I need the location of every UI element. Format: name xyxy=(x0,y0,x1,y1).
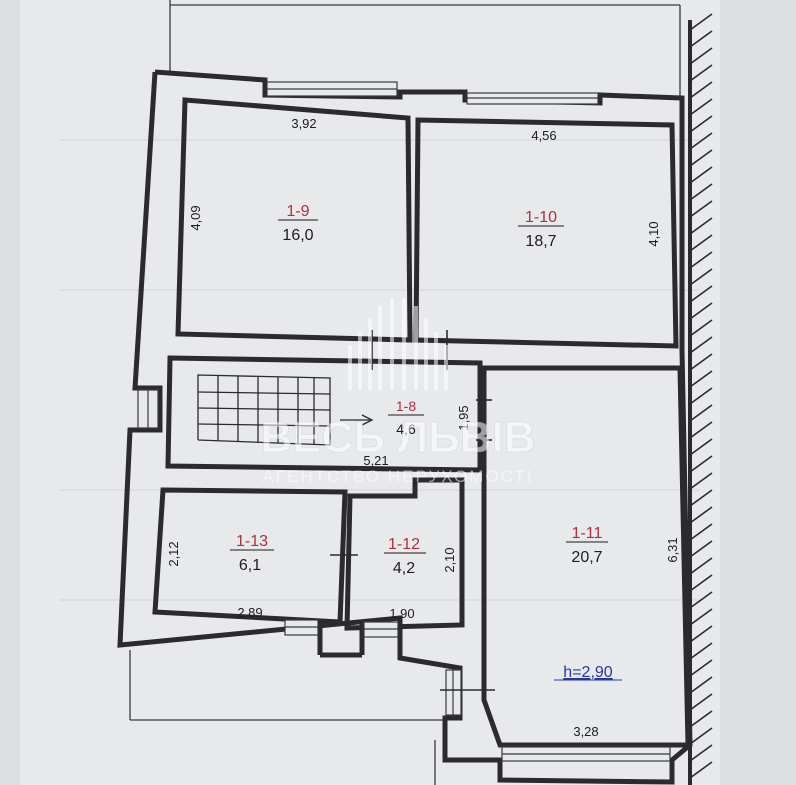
hatch-line xyxy=(689,234,713,252)
hatch-line xyxy=(689,200,713,218)
room-area: 20,7 xyxy=(571,549,602,566)
hatch-line xyxy=(689,727,713,745)
hatch-line xyxy=(689,523,713,541)
hatch-line xyxy=(689,744,713,762)
hatch-line xyxy=(689,506,713,524)
hatch-line xyxy=(689,710,713,728)
hatch-line xyxy=(689,659,713,677)
hatch-line xyxy=(689,387,713,405)
room-1-12: 1-12 4,2 xyxy=(384,536,426,577)
room-number: 1-8 xyxy=(396,398,416,414)
hatch-line xyxy=(689,693,713,711)
hatch-line xyxy=(689,404,713,422)
watermark-brand: ВЕСЬ ЛЬВІВ xyxy=(260,413,535,462)
hatch-line xyxy=(689,302,713,320)
hatch-line xyxy=(689,608,713,626)
paper xyxy=(20,0,720,785)
hatch-line xyxy=(689,47,713,65)
hatch-line xyxy=(689,574,713,592)
hatch-line xyxy=(689,115,713,133)
room-1-13: 1-13 6,1 xyxy=(230,533,274,574)
hatch-line xyxy=(689,285,713,303)
hatch-line xyxy=(689,132,713,150)
room-area: 18,7 xyxy=(525,233,556,250)
ceiling-height-label: h=2,90 xyxy=(563,664,612,681)
hatch-line xyxy=(689,455,713,473)
dim-r10-top: 4,56 xyxy=(531,128,556,143)
hatch-line xyxy=(689,30,713,48)
room-1-11: 1-11 20,7 xyxy=(566,525,608,566)
room-area: 16,0 xyxy=(282,227,313,244)
hatch-line xyxy=(689,319,713,337)
hatch-line xyxy=(689,438,713,456)
room-number: 1-11 xyxy=(572,525,603,542)
hatch-line xyxy=(689,336,713,354)
site-boundary xyxy=(129,0,681,785)
dim-r12-right: 2,10 xyxy=(442,547,457,572)
room-1-10: 1-10 18,7 xyxy=(518,209,564,250)
room-number: 1-13 xyxy=(236,533,268,550)
staircase xyxy=(197,374,374,446)
windows xyxy=(137,81,671,762)
hatch-line xyxy=(689,149,713,167)
hatch-line xyxy=(689,353,713,371)
hatch-line xyxy=(689,625,713,643)
hatch-line xyxy=(689,98,713,116)
hatch-line xyxy=(689,591,713,609)
room-labels: 1-9 16,0 1-10 18,7 1-8 4,6 1-11 20,7 1-1… xyxy=(230,203,608,577)
hatch-line xyxy=(689,13,713,31)
dim-r13-left: 2,12 xyxy=(166,541,181,566)
dim-r8-bottom: 5,21 xyxy=(363,453,388,468)
watermark-buildings-icon xyxy=(348,298,448,390)
dim-r12-bottom: 1,90 xyxy=(389,606,414,621)
room-number: 1-12 xyxy=(388,536,420,553)
hatch-line xyxy=(689,489,713,507)
dim-r9-top: 3,92 xyxy=(291,116,316,131)
room-area: 4,2 xyxy=(393,560,415,577)
hatch-line xyxy=(689,81,713,99)
hatch-line xyxy=(689,421,713,439)
hatch-line xyxy=(689,370,713,388)
room-1-9: 1-9 16,0 xyxy=(278,203,318,244)
dim-r11-bottom: 3,28 xyxy=(573,724,598,739)
hatch-line xyxy=(689,642,713,660)
hatch-line xyxy=(689,676,713,694)
room-number: 1-10 xyxy=(525,209,557,226)
dim-r8-right: 1,95 xyxy=(456,405,471,430)
room-area: 6,1 xyxy=(239,557,261,574)
walls xyxy=(117,69,693,785)
dim-r9-left: 4,09 xyxy=(188,205,203,230)
hatch-line xyxy=(689,268,713,286)
room-number: 1-9 xyxy=(286,203,309,220)
hatch-line xyxy=(689,217,713,235)
hatch-line xyxy=(689,64,713,82)
room-area: 4,6 xyxy=(396,421,416,437)
dimension-labels: 3,92 4,09 4,56 4,10 5,21 1,95 6,31 3,28 … xyxy=(166,116,680,739)
watermark-tagline: АГЕНТСТВО НЕРУХОМОСТІ xyxy=(263,467,534,486)
hatch-line xyxy=(689,472,713,490)
agency-watermark: ВЕСЬ ЛЬВІВ АГЕНТСТВО НЕРУХОМОСТІ xyxy=(260,298,536,486)
room-1-8: 1-8 4,6 xyxy=(388,398,424,437)
dim-r13-bottom: 2,89 xyxy=(237,605,262,620)
hatch-line xyxy=(689,183,713,201)
hatch-line xyxy=(689,540,713,558)
dim-r10-right: 4,10 xyxy=(646,221,661,246)
hatch-line xyxy=(689,557,713,575)
hatch-line xyxy=(689,251,713,269)
hatch-line xyxy=(689,761,713,779)
hatch-line xyxy=(689,166,713,184)
dim-r11-right: 6,31 xyxy=(665,537,680,562)
